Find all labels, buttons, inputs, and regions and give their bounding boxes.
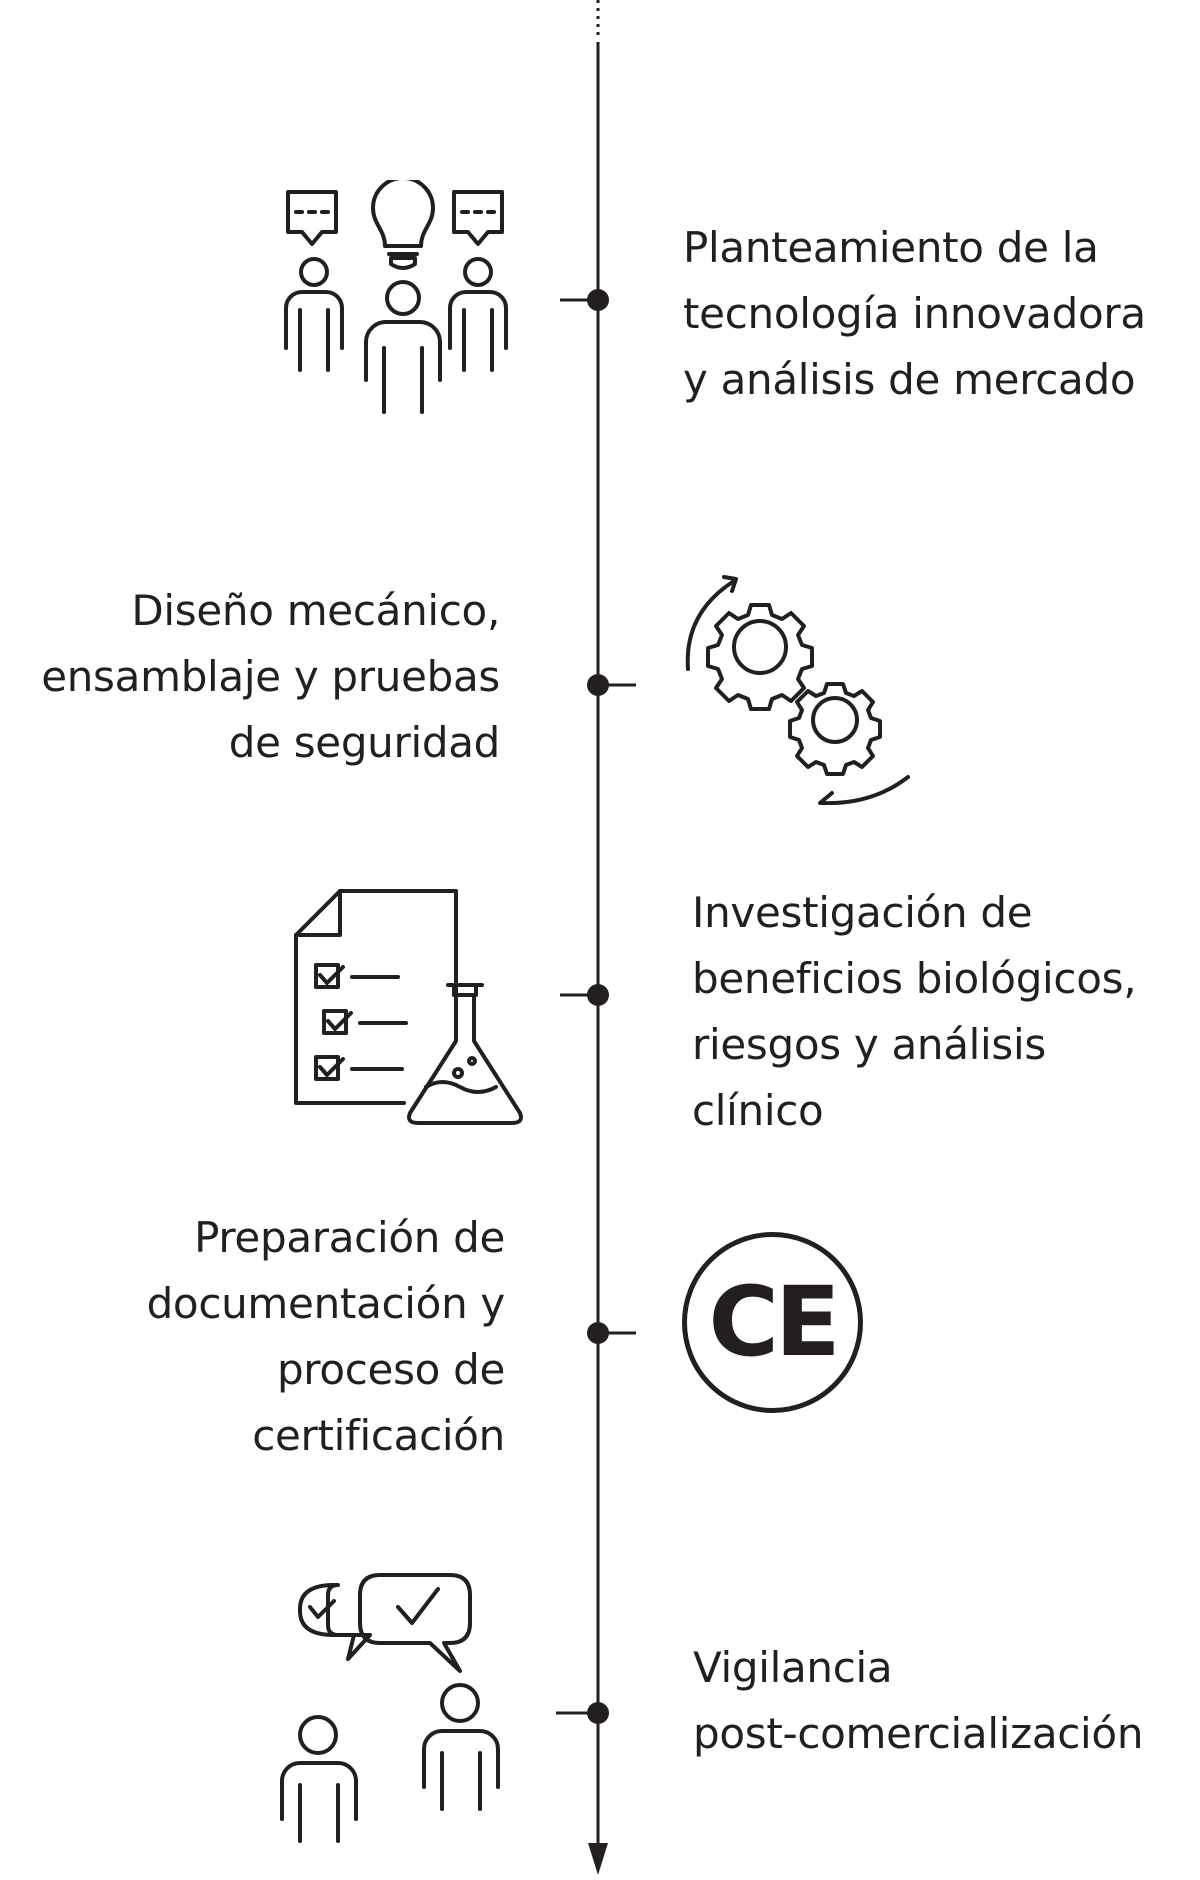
axis-arrowhead [588, 1843, 608, 1875]
checklist-flask-icon [294, 889, 523, 1125]
timeline-node-1 [587, 289, 609, 311]
step-4-label: Preparación de documentación y proceso d… [146, 1213, 506, 1460]
timeline-node-5 [587, 1702, 609, 1724]
timeline-node-2 [587, 674, 609, 696]
step-2-label: Diseño mecánico, ensamblaje y pruebas de… [41, 586, 500, 767]
people-chat-check-icon [280, 1573, 500, 1843]
team-ideas-icon [284, 180, 508, 414]
ce-mark-icon: CE [680, 1230, 865, 1415]
step-1-label: Planteamiento de la tecnología innovador… [683, 223, 1146, 404]
step-5-label: Vigilancia post-comercialización [693, 1643, 1144, 1758]
gears-cycle-icon [685, 575, 910, 805]
timeline-node-4 [587, 1322, 609, 1344]
timeline-node-3 [587, 984, 609, 1006]
step-3-label: Investigación de beneficios biológicos, … [692, 888, 1137, 1135]
ce-mark-text: CE [708, 1266, 840, 1378]
